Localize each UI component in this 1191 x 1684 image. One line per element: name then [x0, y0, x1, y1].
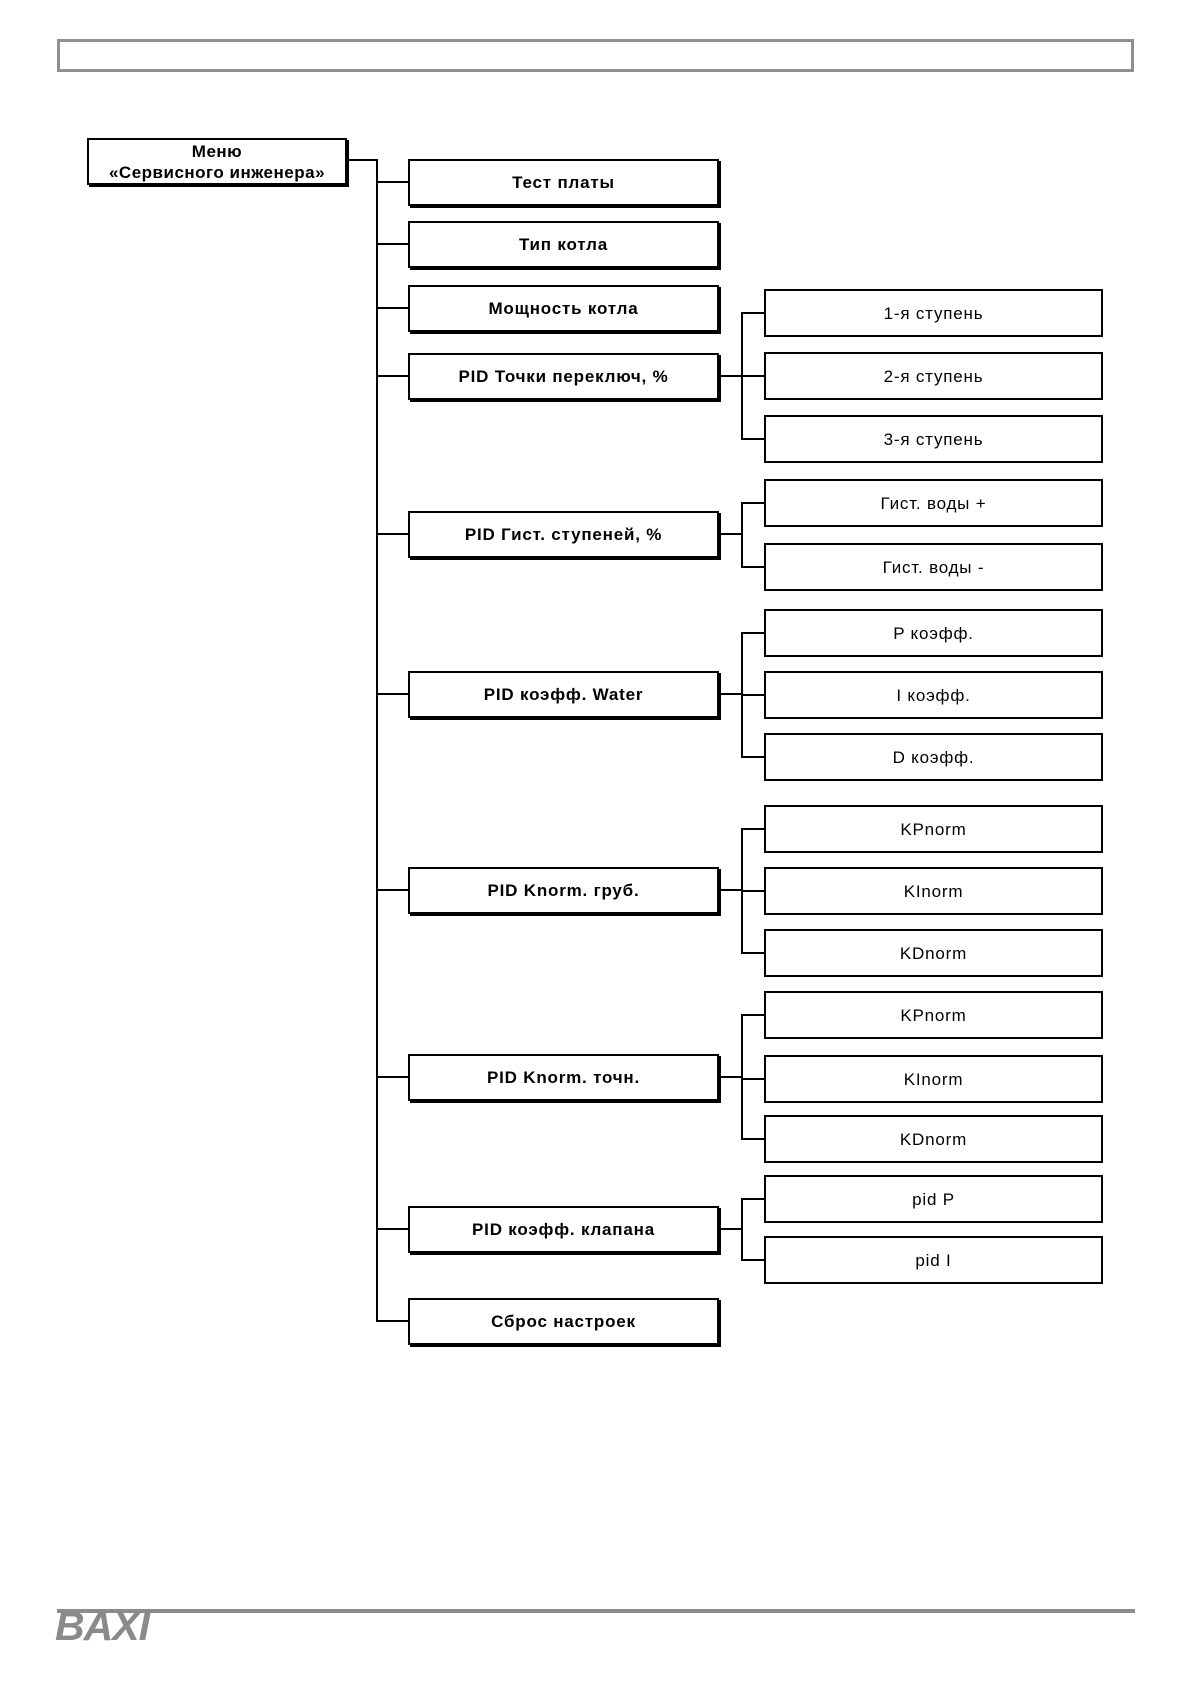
submenu-item-box: pid P — [764, 1175, 1103, 1223]
root-menu-label-line2: «Сервисного инженера» — [108, 162, 326, 182]
connector-subtrunk — [741, 1014, 743, 1140]
connector-child-stub — [743, 828, 764, 830]
submenu-item-box: KPnorm — [764, 991, 1103, 1039]
root-menu-label-line1: Меню — [191, 141, 243, 161]
connector-subtrunk — [741, 502, 743, 568]
connector-root — [347, 159, 378, 161]
connector-child-stub — [743, 566, 764, 568]
submenu-item-box: 3-я ступень — [764, 415, 1103, 463]
connector-child-stub — [743, 890, 764, 892]
connector-child-stub — [743, 312, 764, 314]
connector-item-stub — [378, 533, 408, 535]
connector-item-stub — [378, 375, 408, 377]
menu-item-box: PID Точки переключ, % — [408, 353, 719, 400]
connector-child-stub — [743, 632, 764, 634]
connector-subtrunk — [741, 1198, 743, 1261]
connector-item-stub — [378, 1076, 408, 1078]
submenu-item-box: Гист. воды - — [764, 543, 1103, 591]
connector-item-stub — [378, 1228, 408, 1230]
menu-item-box: Тип котла — [408, 221, 719, 268]
connector-item-stub — [378, 181, 408, 183]
connector-item-stub — [378, 889, 408, 891]
connector-trunk — [376, 159, 378, 1322]
menu-item-box: Мощность котла — [408, 285, 719, 332]
connector-child-stub — [743, 1259, 764, 1261]
submenu-item-box: KPnorm — [764, 805, 1103, 853]
connector-parent-stub — [719, 889, 743, 891]
header-frame — [57, 39, 1134, 72]
connector-parent-stub — [719, 1076, 743, 1078]
submenu-item-box: KDnorm — [764, 929, 1103, 977]
submenu-item-box: Гист. воды + — [764, 479, 1103, 527]
connector-parent-stub — [719, 375, 743, 377]
menu-item-box: PID коэфф. клапана — [408, 1206, 719, 1253]
connector-child-stub — [743, 1198, 764, 1200]
connector-child-stub — [743, 375, 764, 377]
connector-child-stub — [743, 952, 764, 954]
connector-child-stub — [743, 502, 764, 504]
connector-child-stub — [743, 438, 764, 440]
connector-item-stub — [378, 1320, 408, 1322]
connector-child-stub — [743, 756, 764, 758]
connector-subtrunk — [741, 632, 743, 758]
connector-child-stub — [743, 1014, 764, 1016]
menu-item-box: PID Knorm. точн. — [408, 1054, 719, 1101]
submenu-item-box: KDnorm — [764, 1115, 1103, 1163]
connector-child-stub — [743, 694, 764, 696]
menu-item-box: PID коэфф. Water — [408, 671, 719, 718]
connector-parent-stub — [719, 533, 743, 535]
submenu-item-box: KInorm — [764, 1055, 1103, 1103]
connector-subtrunk — [741, 312, 743, 440]
connector-subtrunk — [741, 828, 743, 954]
connector-item-stub — [378, 307, 408, 309]
baxi-logo: BAXI — [55, 1603, 150, 1649]
connector-item-stub — [378, 243, 408, 245]
connector-child-stub — [743, 1138, 764, 1140]
connector-parent-stub — [719, 1228, 743, 1230]
footer-rule — [57, 1609, 1135, 1613]
menu-item-box: PID Гист. ступеней, % — [408, 511, 719, 558]
submenu-item-box: D коэфф. — [764, 733, 1103, 781]
root-menu-box: Меню «Сервисного инженера» — [87, 138, 347, 185]
connector-parent-stub — [719, 693, 743, 695]
connector-child-stub — [743, 1078, 764, 1080]
menu-item-box: PID Knorm. груб. — [408, 867, 719, 914]
submenu-item-box: KInorm — [764, 867, 1103, 915]
menu-item-box: Сброс настроек — [408, 1298, 719, 1345]
submenu-item-box: P коэфф. — [764, 609, 1103, 657]
connector-item-stub — [378, 693, 408, 695]
submenu-item-box: 2-я ступень — [764, 352, 1103, 400]
menu-item-box: Тест платы — [408, 159, 719, 206]
submenu-item-box: pid I — [764, 1236, 1103, 1284]
submenu-item-box: I коэфф. — [764, 671, 1103, 719]
submenu-item-box: 1-я ступень — [764, 289, 1103, 337]
